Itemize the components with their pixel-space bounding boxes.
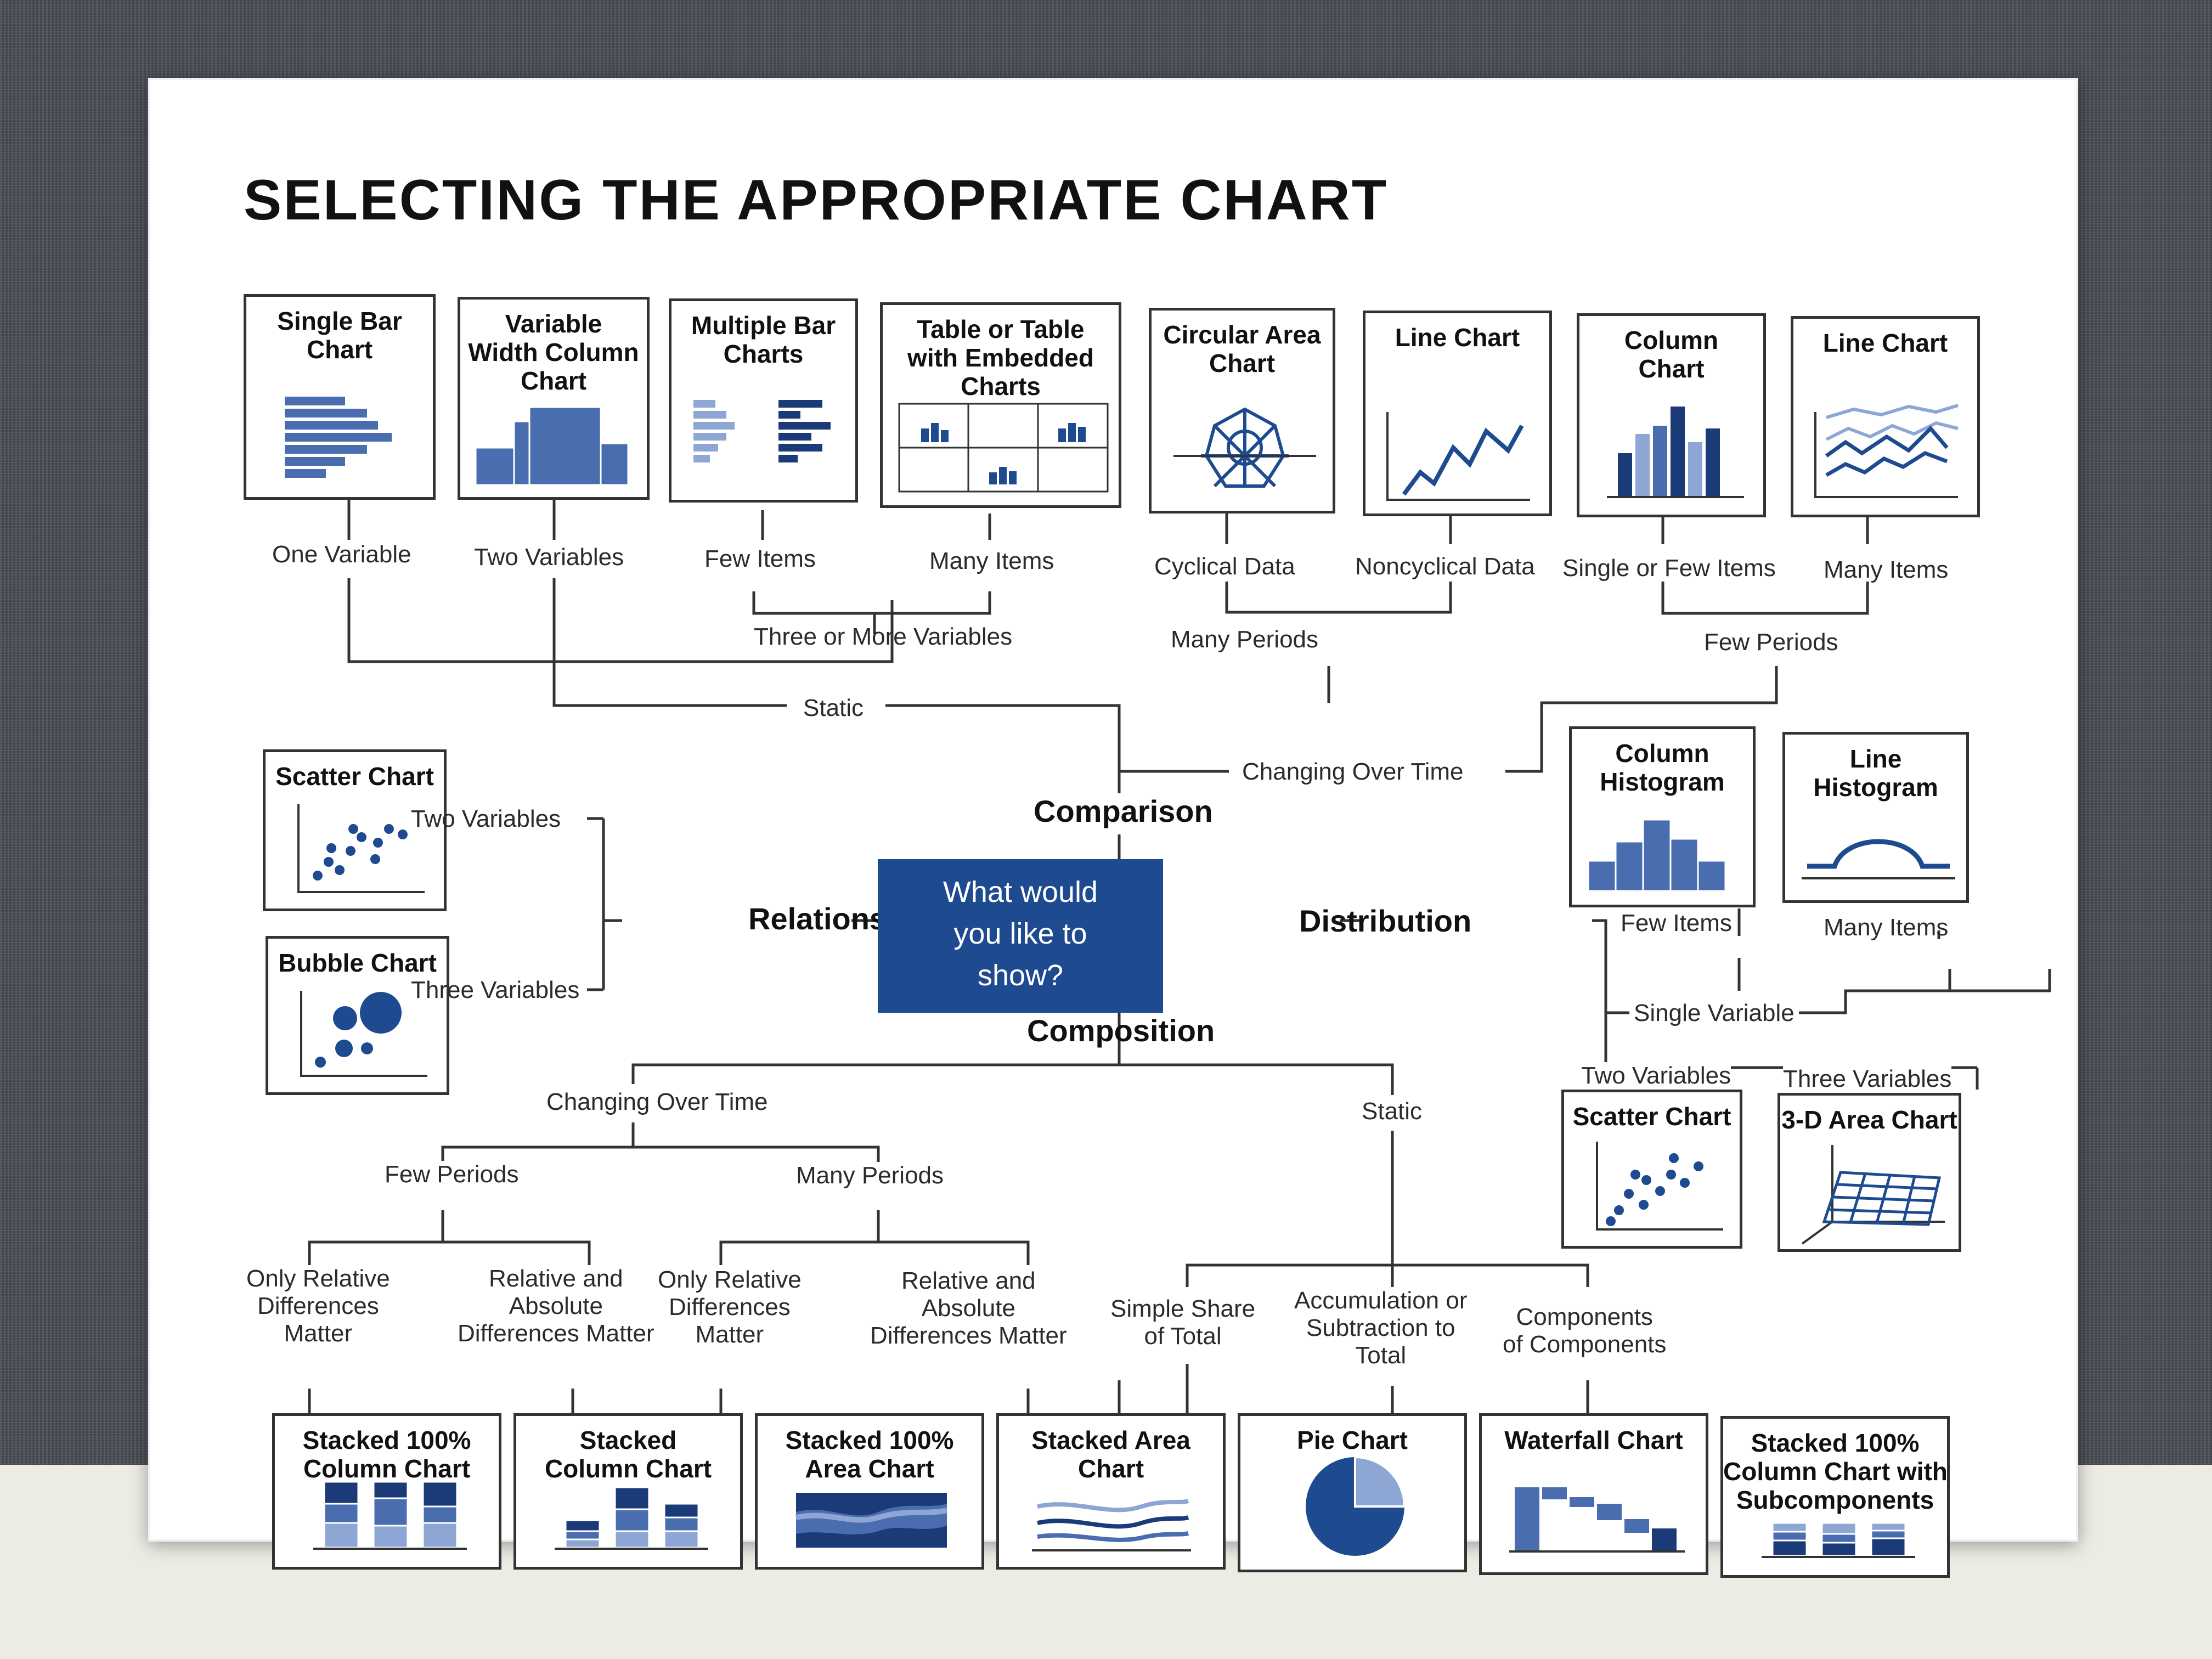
label-changing-over-time-composition: Changing Over Time <box>546 1088 768 1116</box>
label-three-or-more-variables: Three or More Variables <box>754 623 1012 651</box>
label-one-variable: One Variable <box>272 541 411 568</box>
poster-title: SELECTING THE APPROPRIATE CHART <box>244 168 1388 233</box>
circular-area-chart-icon <box>1152 311 1338 516</box>
label-static-composition: Static <box>1362 1098 1422 1125</box>
line-chart-cyclical-card: Line Chart <box>1363 311 1552 516</box>
label-many-items-distribution: Many Items <box>1824 914 1948 941</box>
label-many-items-comparison: Many Items <box>929 548 1054 575</box>
label-noncyclical-data: Noncyclical Data <box>1355 553 1535 580</box>
scatter-chart-distribution-icon <box>1564 1092 1745 1251</box>
label-few-items-comparison: Few Items <box>704 545 816 573</box>
label-three-variables-distribution: Three Variables <box>1783 1065 1951 1093</box>
category-distribution: Distribution <box>1299 903 1471 939</box>
area-3d-chart-icon <box>1780 1096 1964 1255</box>
column-histogram-card: Column Histogram <box>1569 726 1756 907</box>
stacked-100-column-chart-card: Stacked 100% Column Chart <box>272 1413 501 1570</box>
multiple-bar-charts-card: Multiple Bar Charts <box>669 298 858 503</box>
table-embedded-charts-card: Table or Table with Embedded Charts <box>880 302 1121 508</box>
label-many-items-time: Many Items <box>1824 556 1948 584</box>
label-accumulation: Accumulation or Subtraction to Total <box>1294 1287 1467 1369</box>
label-two-variables-relationship: Two Variables <box>411 805 561 833</box>
category-comparison: Comparison <box>1034 793 1213 829</box>
label-cyclical-data: Cyclical Data <box>1154 553 1295 580</box>
pie-chart-card: Pie Chart <box>1238 1413 1467 1572</box>
stacked-100-area-chart-card: Stacked 100% Area Chart <box>755 1413 984 1570</box>
stacked-100-subcomponents-icon <box>1723 1419 1953 1581</box>
stacked-column-chart-icon <box>516 1416 746 1572</box>
label-only-relative-2: Only Relative Differences Matter <box>658 1266 802 1348</box>
label-few-periods: Few Periods <box>1704 629 1838 656</box>
waterfall-chart-card: Waterfall Chart <box>1479 1413 1708 1575</box>
single-bar-chart-icon <box>246 297 438 503</box>
label-components: Components of Components <box>1503 1304 1666 1358</box>
single-bar-chart-card: Single Bar Chart <box>244 294 436 500</box>
circular-area-chart-card: Circular Area Chart <box>1149 308 1335 514</box>
pie-chart-icon <box>1240 1416 1470 1575</box>
label-single-or-few-items: Single or Few Items <box>1562 555 1776 582</box>
line-histogram-icon <box>1785 735 1972 906</box>
center-question-text: What would you like to show? <box>943 876 1098 992</box>
center-question-box: What would you like to show? <box>878 859 1163 1013</box>
multiple-bar-charts-icon <box>672 301 861 505</box>
stacked-column-chart-card: Stacked Column Chart <box>514 1413 743 1570</box>
scatter-chart-distribution-card: Scatter Chart <box>1561 1090 1742 1249</box>
label-single-variable: Single Variable <box>1629 1000 1799 1027</box>
label-only-relative-1: Only Relative Differences Matter <box>246 1265 390 1347</box>
column-chart-icon <box>1579 316 1769 520</box>
bubble-chart-card: Bubble Chart <box>266 936 449 1095</box>
stacked-area-chart-card: Stacked Area Chart <box>996 1413 1226 1570</box>
waterfall-chart-icon <box>1482 1416 1711 1578</box>
stacked-area-chart-icon <box>999 1416 1228 1572</box>
label-two-variables-comparison: Two Variables <box>474 544 624 571</box>
area-3d-chart-card: 3-D Area Chart <box>1778 1093 1961 1252</box>
label-relative-absolute-1: Relative and Absolute Differences Matter <box>458 1265 654 1347</box>
category-composition: Composition <box>1027 1013 1215 1048</box>
column-histogram-icon <box>1572 729 1758 910</box>
line-histogram-card: Line Histogram <box>1782 732 1969 903</box>
label-few-periods-composition: Few Periods <box>385 1161 519 1188</box>
scatter-chart-relationship-icon <box>266 752 449 914</box>
variable-width-column-chart-card: Variable Width Column Chart <box>458 297 650 500</box>
line-chart-icon-1 <box>1365 313 1555 519</box>
label-few-items-distribution: Few Items <box>1621 910 1732 937</box>
label-three-variables-relationship: Three Variables <box>411 977 579 1004</box>
column-chart-card: Column Chart <box>1577 313 1766 517</box>
bubble-chart-icon <box>268 939 452 1098</box>
label-simple-share: Simple Share of Total <box>1110 1295 1255 1350</box>
stacked-100-area-chart-icon <box>758 1416 987 1572</box>
table-embedded-charts-icon <box>883 305 1124 511</box>
label-two-variables-distribution: Two Variables <box>1581 1062 1731 1090</box>
chart-selection-poster: SELECTING THE APPROPRIATE CHART Single B… <box>148 78 2078 1542</box>
stacked-100-subcomponents-card: Stacked 100% Column Chart with Subcompon… <box>1720 1416 1950 1578</box>
label-static-comparison: Static <box>792 695 874 722</box>
label-changing-over-time-comparison: Changing Over Time <box>1237 758 1469 786</box>
variable-width-column-icon <box>460 300 652 503</box>
line-chart-many-items-card: Line Chart <box>1791 316 1980 517</box>
label-many-periods-composition: Many Periods <box>796 1162 944 1189</box>
stacked-100-column-chart-icon <box>275 1416 504 1572</box>
label-relative-absolute-2: Relative and Absolute Differences Matter <box>870 1267 1067 1350</box>
line-chart-icon-2 <box>1793 319 1983 520</box>
label-many-periods: Many Periods <box>1171 626 1318 653</box>
